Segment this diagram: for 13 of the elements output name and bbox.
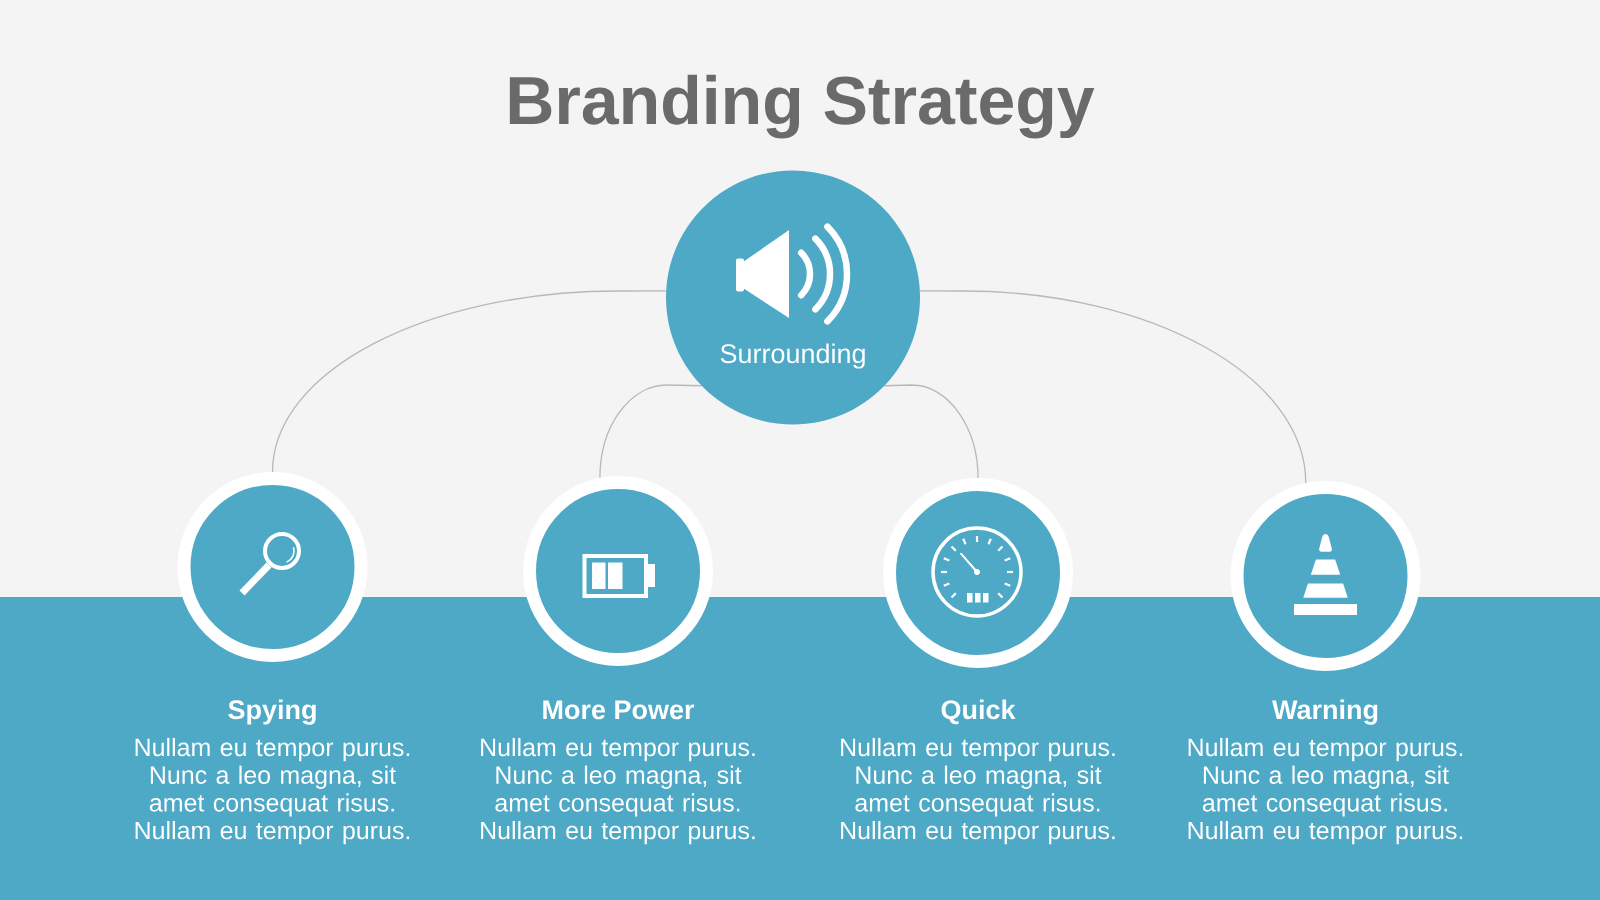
heading: Quick [941,699,1016,725]
body-text: Nullam eu tempor purus. Nunc a leo magna, sit amet consequat risus. Nullam eu tempor purus. [135,737,410,845]
body-text: Nullam eu tempor purus. Nunc a leo magna, sit amet consequat risus. Nullam eu tempor purus. [481,737,755,845]
heading: More Power [543,700,695,720]
heading: Spying [228,699,316,725]
connector-line [271,290,667,473]
body-text: Nullam eu tempor purus. Nunc a leo magna, sit amet consequat risus. Nullam eu tempor purus. [1188,737,1463,845]
connector-line [599,384,703,479]
body-text: Nullam eu tempor purus. Nunc a leo magna, sit amet consequat risus. Nullam eu tempor purus. [841,737,1115,845]
connector-line [883,384,979,479]
connector-line [919,290,1307,484]
heading: Warning [1272,699,1378,725]
title: Branding Strategy [509,74,1095,139]
